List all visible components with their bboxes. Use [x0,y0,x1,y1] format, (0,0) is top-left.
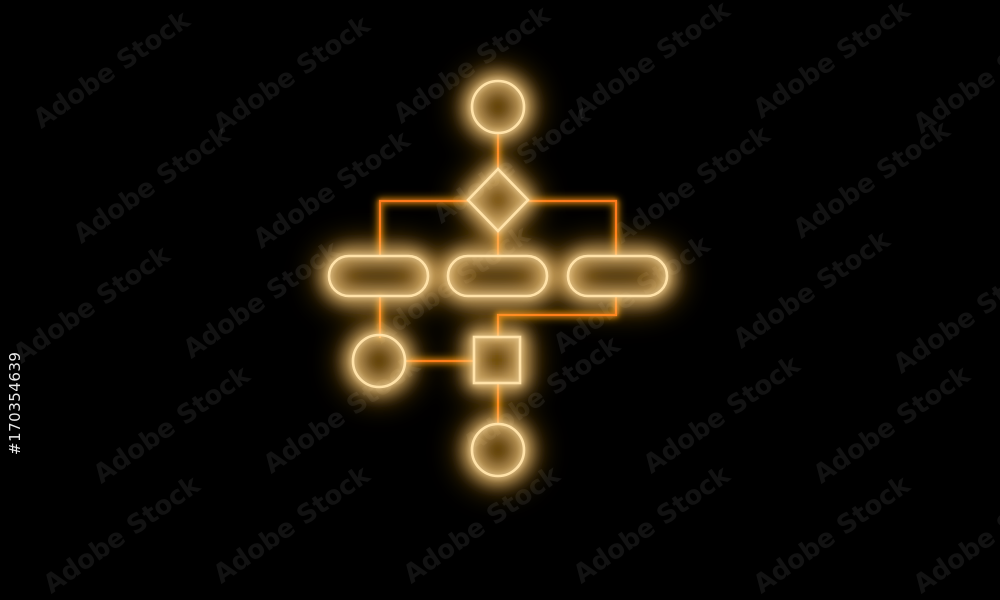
connector-lines [378,133,618,423]
decision-node-diamond [466,167,530,233]
neon-flowchart-diagram [327,79,669,478]
process-node-left-pill [327,254,430,298]
flowchart-nodes [327,79,669,478]
stock-image-id: #170354639 [6,351,24,455]
edge-decision-to-process-right [528,199,618,256]
end-node-circle [470,422,526,478]
edge-decision-to-process-left [378,199,468,256]
process-node-right-pill [566,254,669,298]
connector-node-left-circle [351,333,407,389]
process-node-center-pill [446,254,549,298]
process-node-square [472,335,522,385]
start-node-circle [470,79,526,135]
edge-process-right-to-square [496,296,618,337]
